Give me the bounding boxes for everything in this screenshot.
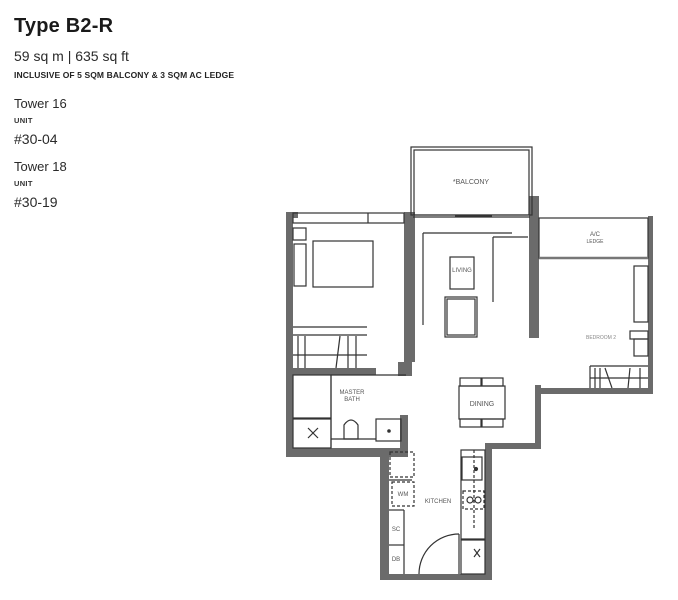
unit-type-title: Type B2-R bbox=[14, 15, 114, 37]
unit-label: UNIT bbox=[14, 116, 33, 125]
tower-name: Tower 18 bbox=[14, 159, 67, 174]
shower bbox=[292, 418, 332, 449]
living-label: LIVING bbox=[452, 268, 472, 274]
walls bbox=[286, 196, 653, 580]
room-labels: *BALCONY A/C LEDGE LIVING BEDROOM 2 MAST… bbox=[339, 179, 616, 563]
unit-area: 59 sq m | 635 sq ft bbox=[14, 48, 129, 64]
ac-ledge-label-2: LEDGE bbox=[587, 239, 605, 245]
tower-16-block: Tower 16 UNIT #30-04 bbox=[14, 96, 234, 147]
toilet bbox=[343, 419, 359, 440]
balcony-label: *BALCONY bbox=[453, 179, 490, 186]
ac-ledge-outline bbox=[538, 217, 649, 259]
wm-label: WM bbox=[398, 492, 409, 498]
tower-name: Tower 16 bbox=[14, 96, 67, 111]
linework bbox=[292, 146, 649, 575]
dining-label: DINING bbox=[470, 401, 495, 408]
master-bath-label-2: BATH bbox=[344, 397, 360, 403]
unit-info-panel: Type B2-R 59 sq m | 635 sq ft INCLUSIVE … bbox=[14, 14, 234, 210]
basin bbox=[375, 418, 402, 442]
sofa bbox=[444, 296, 478, 338]
kitchen-label: KITCHEN bbox=[425, 499, 451, 505]
tower-18-block: Tower 18 UNIT #30-19 bbox=[14, 159, 234, 210]
bedroom-2-label: BEDROOM 2 bbox=[586, 335, 616, 341]
db-label: DB bbox=[392, 557, 400, 563]
tv-console bbox=[449, 256, 475, 290]
unit-number: #30-04 bbox=[14, 131, 58, 147]
ac-ledge-label-1: A/C bbox=[590, 232, 601, 238]
bed-outline bbox=[312, 240, 374, 288]
inclusive-note: INCLUSIVE OF 5 SQM BALCONY & 3 SQM AC LE… bbox=[14, 70, 235, 80]
sc-label: SC bbox=[392, 527, 401, 533]
unit-label: UNIT bbox=[14, 179, 33, 188]
master-bath-label-1: MASTER bbox=[339, 390, 365, 396]
unit-number: #30-19 bbox=[14, 194, 58, 210]
